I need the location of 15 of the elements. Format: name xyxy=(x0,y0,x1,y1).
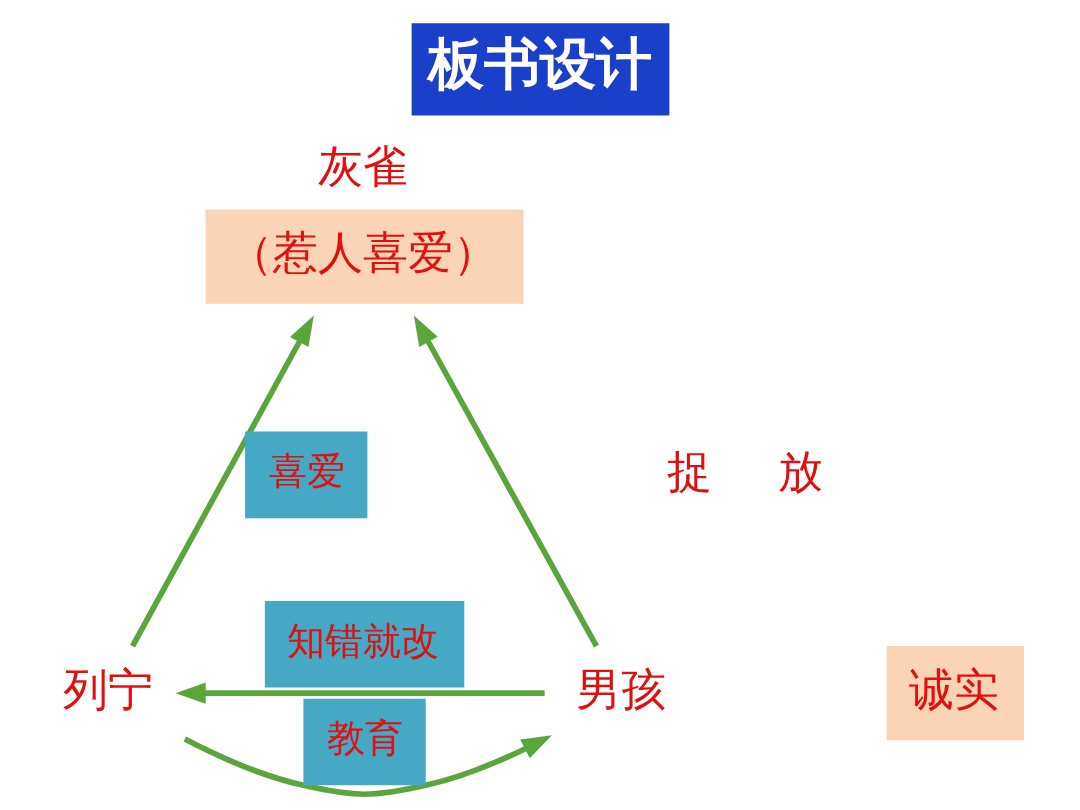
node-text: 男孩 xyxy=(575,662,666,716)
arrow xyxy=(183,735,552,798)
node-box: （惹人喜爱） xyxy=(205,209,524,304)
label: 捉 xyxy=(666,444,712,498)
edge-label: 教育 xyxy=(326,716,403,761)
label: 放 xyxy=(777,444,823,498)
node-box: 诚实 xyxy=(886,646,1024,741)
diagram-title: 板书设计 xyxy=(427,30,652,96)
arrow xyxy=(129,315,314,648)
arrow xyxy=(413,315,599,648)
node-text: 列宁 xyxy=(62,662,153,716)
arrow xyxy=(175,682,545,704)
node-label: 灰雀 xyxy=(317,139,408,193)
edge-label: 喜爱 xyxy=(268,449,345,494)
edge-label: 知错就改 xyxy=(286,618,439,663)
